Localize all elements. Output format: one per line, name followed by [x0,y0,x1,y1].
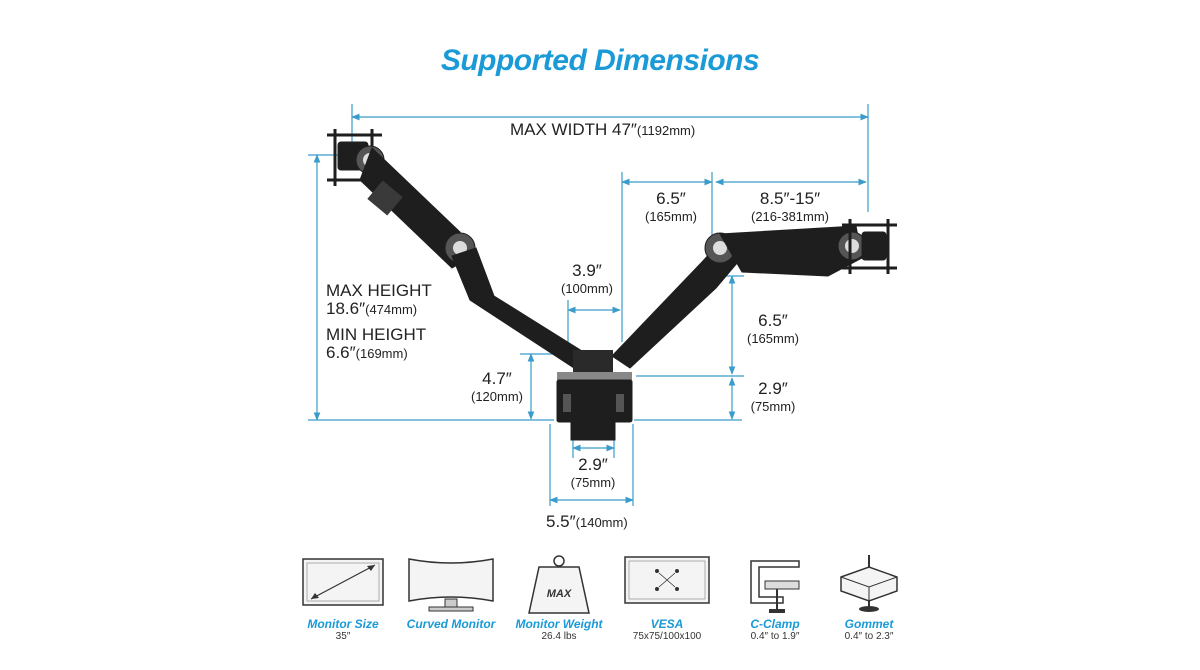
base-width-label: 5.5″(140mm) [546,512,628,531]
feature-name: Monitor Weight [515,617,603,631]
min-height-label: MIN HEIGHT 6.6″(169mm) [326,325,427,362]
monitor-size-icon [302,558,384,606]
feature-name: C-Clamp [750,617,800,631]
feature-monitor-size: Monitor Size 35″ [293,553,393,642]
feature-grommet: Gommet 0.4″ to 2.3″ [819,553,919,642]
max-height-label: MAX HEIGHT 18.6″(474mm) [326,281,432,318]
feature-vesa: VESA 75x75/100x100 [617,553,717,642]
weight-icon: MAX [528,555,590,614]
feature-c-clamp: C-Clamp 0.4″ to 1.9″ [725,553,825,642]
feature-value: 35″ [335,631,351,642]
curved-monitor-icon [408,558,494,612]
base-height-left-label: 4.7″ (120mm) [470,369,523,405]
vesa-icon [624,556,710,604]
feature-name: VESA [650,617,684,631]
max-width-label: MAX WIDTH 47″(1192mm) [510,120,696,139]
feature-monitor-weight: MAX Monitor Weight 26.4 lbs [509,553,609,642]
page-title: Supported Dimensions [440,44,760,77]
clamp-width-label: 2.9″ (75mm) [570,455,616,491]
arm-extension-label: 8.5″-15″ (216-381mm) [750,189,830,225]
weight-badge: MAX [547,588,572,600]
feature-value: 0.4″ to 1.9″ [750,631,800,642]
arm-segment-label: 6.5″ (165mm) [644,189,697,225]
pole-gap-label: 3.9″ (100mm) [560,261,613,297]
right-rise-label: 6.5″ (165mm) [746,311,799,347]
feature-name: Monitor Size [307,617,379,631]
feature-name: Curved Monitor [406,617,496,631]
feature-value: 26.4 lbs [541,631,577,642]
right-vesa-plate [842,219,897,274]
c-clamp-icon [750,560,800,613]
base-height-right-label: 2.9″ (75mm) [750,379,796,415]
feature-value: 0.4″ to 2.3″ [844,631,894,642]
feature-curved-monitor: Curved Monitor [401,553,501,631]
grommet-icon [840,555,898,612]
feature-value: 75x75/100x100 [632,631,702,642]
monitor-arm [327,129,897,441]
feature-name: Gommet [844,617,894,631]
